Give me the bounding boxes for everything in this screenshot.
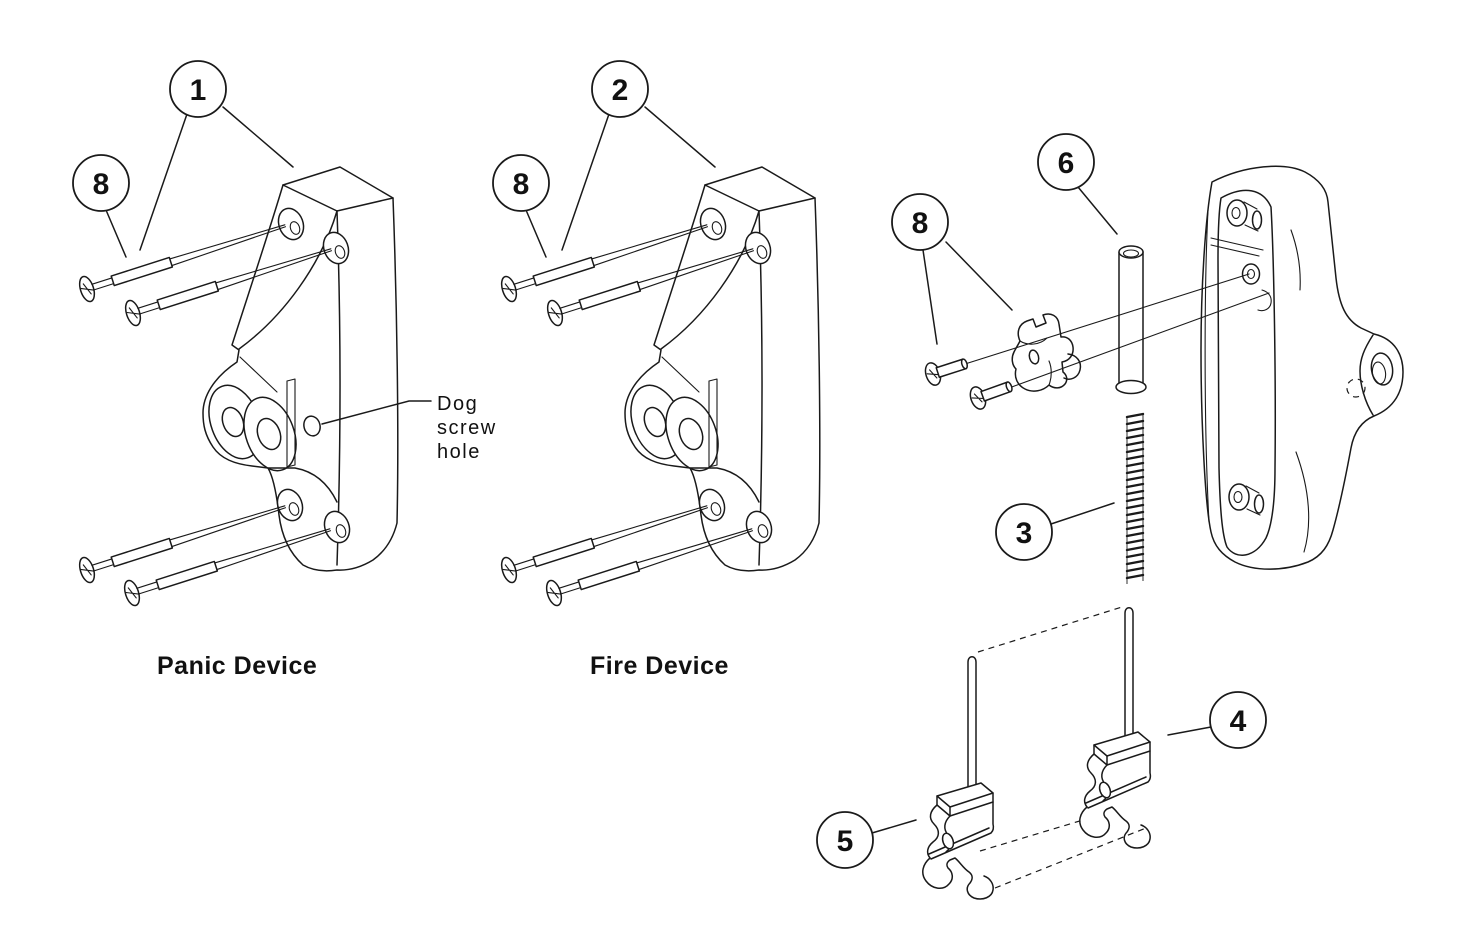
bottom-boss-body <box>1245 485 1261 516</box>
bottom-boss <box>1228 483 1250 511</box>
tab-dashed-hole <box>1346 378 1366 398</box>
callout-circle <box>169 60 227 118</box>
bottom-boss-end <box>1253 494 1265 514</box>
callout-number: 4 <box>1230 705 1247 738</box>
top-boss-body <box>1243 201 1259 232</box>
screw-axis-line-lower <box>1008 292 1270 389</box>
panic-bracket <box>198 166 399 572</box>
machine-screw-2 <box>966 374 1017 412</box>
fire-bracket <box>620 166 821 572</box>
alignment-dash-bottom <box>994 827 1147 889</box>
slide-clip-hole <box>1028 349 1040 365</box>
callout-circle <box>1209 691 1267 749</box>
left-clip-pin <box>967 656 977 797</box>
callout-circle <box>1037 133 1095 191</box>
machine-screw-1 <box>922 351 972 388</box>
dog-screw-hole <box>303 415 321 437</box>
callout-6: 6 <box>1037 133 1095 191</box>
dog-screw-hole-note-line3: hole <box>437 441 481 463</box>
callout-number: 8 <box>912 207 929 240</box>
spring <box>1125 412 1145 584</box>
callout-circle <box>72 154 130 212</box>
pin-base <box>1115 379 1147 395</box>
alignment-dash-top <box>977 606 1123 653</box>
alignment-dash-mid <box>979 819 1084 852</box>
mid-boss <box>1241 263 1261 285</box>
housing-cavity <box>1217 189 1277 556</box>
callout-circle <box>816 811 874 869</box>
retainer-clip-left <box>922 782 995 900</box>
callout-5: 5 <box>816 811 874 869</box>
callout-1: 1 <box>169 60 227 118</box>
mid-boss-lower <box>1257 289 1272 312</box>
slide-clip-crescent <box>1063 353 1082 380</box>
retainer-clip-group <box>922 606 1152 900</box>
callout-4: 4 <box>1209 691 1267 749</box>
screw-axis-line-upper <box>964 273 1250 365</box>
top-boss-end <box>1251 210 1263 230</box>
slide-clip <box>1011 313 1082 392</box>
callout-number: 6 <box>1058 147 1075 180</box>
callout-number: 3 <box>1016 517 1033 550</box>
top-boss <box>1226 199 1248 227</box>
fire-device-label: Fire Device <box>590 652 729 680</box>
dog-screw-hole-note-line1: Dog <box>437 393 478 415</box>
callout-8-fire: 8 <box>492 154 550 212</box>
spring-coils <box>1125 412 1145 580</box>
callout-number: 2 <box>612 74 629 107</box>
callout-number: 8 <box>93 168 110 201</box>
pin-body-fill <box>1119 252 1143 387</box>
pin-top-inner <box>1122 249 1140 258</box>
dog-screw-hole-note: Dog screw hole <box>437 393 497 463</box>
case-assembly <box>922 165 1404 900</box>
tab-hole-inner <box>1371 361 1387 385</box>
callout-number: 8 <box>513 168 530 201</box>
dogging-pin <box>1115 245 1147 395</box>
panic-device-label: Panic Device <box>157 652 317 680</box>
dog-screw-hole-note-line2: screw <box>437 417 497 439</box>
pin-top <box>1118 245 1144 259</box>
callout-3: 3 <box>995 503 1053 561</box>
cavity-platform-lines <box>1210 237 1264 257</box>
top-boss-hole <box>1231 206 1241 220</box>
callout-leader-lines <box>105 106 1212 834</box>
end-case-housing <box>1200 165 1404 570</box>
callout-circle <box>492 154 550 212</box>
callout-2: 2 <box>591 60 649 118</box>
callout-number: 5 <box>837 825 854 858</box>
callout-8-case: 8 <box>891 193 949 251</box>
fire-device-assembly <box>498 166 821 609</box>
bottom-boss-hole <box>1233 490 1243 504</box>
callout-circle <box>591 60 649 118</box>
right-clip-pin <box>1124 607 1134 746</box>
tab-fold-line <box>1359 334 1374 416</box>
inner-wall-arc-top <box>1290 229 1301 291</box>
housing-left-wall <box>1204 209 1210 523</box>
callout-number: 1 <box>190 74 207 107</box>
panic-device-assembly <box>76 166 399 609</box>
pin-sides <box>1118 251 1144 387</box>
inner-wall-arc-bottom <box>1295 451 1310 553</box>
slide-clip-outline <box>1011 313 1074 392</box>
callout-circle <box>995 503 1053 561</box>
callout-8-panic: 8 <box>72 154 130 212</box>
tab-hole <box>1370 352 1394 386</box>
callout-circle <box>891 193 949 251</box>
